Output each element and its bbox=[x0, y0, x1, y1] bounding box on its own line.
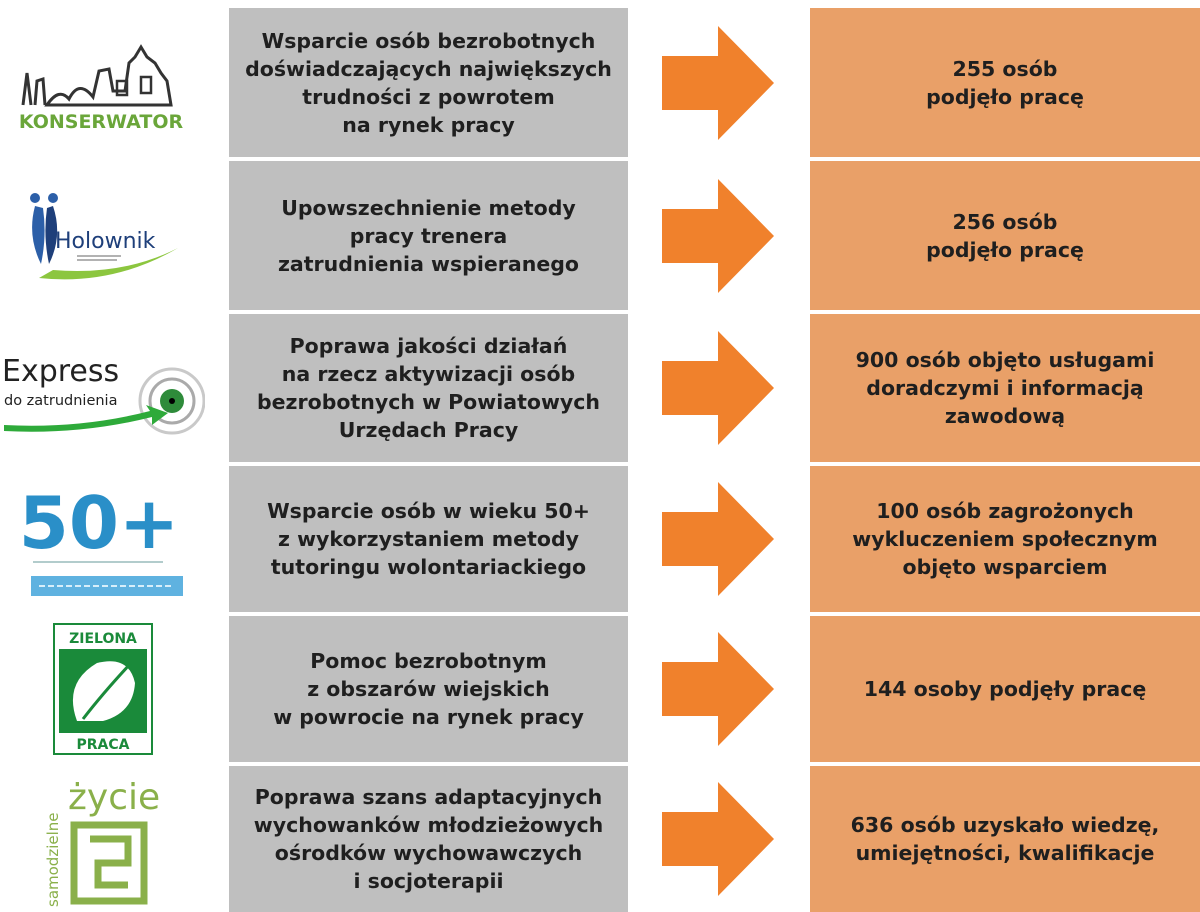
program-row: ZIELONA PRACA Pomoc bezrobotnym z obszar… bbox=[0, 616, 1200, 762]
program-description: Poprawa szans adaptacyjnych wychowanków … bbox=[253, 785, 604, 893]
program-box: Poprawa jakości działań na rzecz aktywiz… bbox=[229, 314, 628, 462]
castle-ruin-icon: KONSERWATOR bbox=[18, 43, 183, 133]
program-description: Upowszechnienie metody pracy trenera zat… bbox=[277, 195, 579, 276]
maze-icon: samodzielne życie bbox=[44, 777, 160, 908]
result-text: 255 osób podjęło pracę bbox=[926, 56, 1084, 109]
konserwator-logo: KONSERWATOR bbox=[0, 8, 205, 157]
result-text: 636 osób uzyskało wiedzę, umiejętności, … bbox=[850, 813, 1160, 865]
result-box: 100 osób zagrożonych wykluczeniem społec… bbox=[810, 466, 1200, 612]
program-row: Holownik Upowszechnienie metody pracy tr… bbox=[0, 161, 1200, 310]
arrow-right-icon bbox=[662, 782, 774, 896]
target-icon: Express do zatrudnienia bbox=[2, 354, 205, 435]
arrow-right-icon bbox=[662, 178, 774, 293]
logo-label: ZIELONA bbox=[69, 631, 137, 647]
arrow-right-icon bbox=[662, 632, 774, 746]
program-row: Express do zatrudnienia Poprawa jakości … bbox=[0, 314, 1200, 462]
result-text: 900 osób objęto usługami doradczymi i in… bbox=[855, 348, 1155, 428]
logo-label: 50+ bbox=[18, 481, 179, 565]
program-row: KONSERWATOR Wsparcie osób bezrobotnych d… bbox=[0, 8, 1200, 157]
program-box: Wsparcie osób bezrobotnych doświadczając… bbox=[229, 8, 628, 157]
result-box: 256 osób podjęło pracę bbox=[810, 161, 1200, 310]
arrow-right-icon bbox=[662, 331, 774, 445]
zielona-praca-logo: ZIELONA PRACA bbox=[0, 616, 205, 762]
program-row: 50+ Wsparcie osób w wieku 50+ z wykorzys… bbox=[0, 466, 1200, 612]
result-text: 100 osób zagrożonych wykluczeniem społec… bbox=[852, 499, 1158, 579]
result-text: 256 osób podjęło pracę bbox=[926, 209, 1084, 262]
arrow-right-icon bbox=[662, 482, 774, 596]
logo-label: samodzielne bbox=[44, 813, 62, 908]
holownik-logo: Holownik bbox=[0, 161, 205, 310]
result-box: 900 osób objęto usługami doradczymi i in… bbox=[810, 314, 1200, 462]
express-logo: Express do zatrudnienia bbox=[0, 314, 205, 462]
program-description: Poprawa jakości działań na rzecz aktywiz… bbox=[256, 334, 600, 442]
result-box: 255 osób podjęło pracę bbox=[810, 8, 1200, 157]
program-description: Pomoc bezrobotnym z obszarów wiejskich w… bbox=[273, 649, 584, 729]
fifty-plus-logo: 50+ bbox=[0, 466, 205, 612]
program-box: Pomoc bezrobotnym z obszarów wiejskich w… bbox=[229, 616, 628, 762]
program-description: Wsparcie osób w wieku 50+ z wykorzystani… bbox=[267, 499, 590, 579]
logo-label: KONSERWATOR bbox=[18, 111, 183, 133]
arrow-right-icon bbox=[662, 25, 774, 140]
fifty-plus-icon: 50+ bbox=[18, 481, 183, 596]
program-box: Upowszechnienie metody pracy trenera zat… bbox=[229, 161, 628, 310]
samodzielne-zycie-logo: samodzielne życie bbox=[0, 766, 205, 912]
logo-sublabel: życie bbox=[68, 777, 160, 818]
result-box: 636 osób uzyskało wiedzę, umiejętności, … bbox=[810, 766, 1200, 912]
result-box: 144 osoby podjęły pracę bbox=[810, 616, 1200, 762]
logo-sublabel: PRACA bbox=[76, 737, 129, 753]
program-box: Wsparcie osób w wieku 50+ z wykorzystani… bbox=[229, 466, 628, 612]
program-box: Poprawa szans adaptacyjnych wychowanków … bbox=[229, 766, 628, 912]
leaf-icon: ZIELONA PRACA bbox=[52, 623, 153, 755]
logo-sublabel: do zatrudnienia bbox=[4, 393, 117, 409]
program-description: Wsparcie osób bezrobotnych doświadczając… bbox=[245, 28, 612, 137]
two-figures-icon: Holownik bbox=[29, 192, 178, 279]
result-text: 144 osoby podjęły pracę bbox=[863, 677, 1147, 701]
program-row: samodzielne życie Poprawa szans adaptacy… bbox=[0, 766, 1200, 912]
logo-label: Express bbox=[2, 354, 119, 389]
logo-label: Holownik bbox=[55, 229, 156, 254]
